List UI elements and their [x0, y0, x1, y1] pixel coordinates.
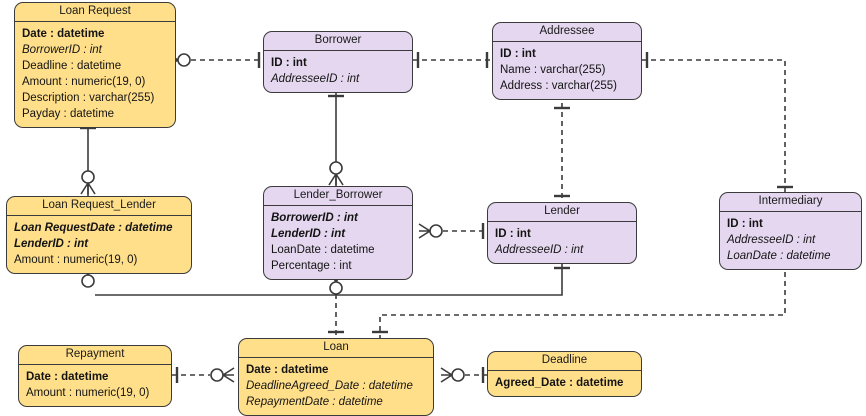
- connector-repayment-loan[interactable]: [172, 367, 235, 383]
- entity-title-loan: Loan: [239, 339, 433, 358]
- entity-title-loan-request-lender: Loan Request_Lender: [7, 197, 191, 216]
- attribute-row: AddresseeID : int: [727, 234, 816, 246]
- attribute-row: DeadlineAgreed_Date : datetime: [246, 380, 413, 392]
- attribute-row: LoanDate : datetime: [727, 250, 831, 262]
- entity-title-loan-request: Loan Request: [15, 3, 175, 22]
- attribute-row: ID : int: [495, 228, 531, 240]
- attribute-row: Date : datetime: [246, 364, 329, 376]
- attribute-row: ID : int: [271, 57, 307, 69]
- entity-title-borrower: Borrower: [264, 32, 412, 51]
- attribute-row: AddresseeID : int: [271, 73, 360, 85]
- entity-title-intermediary: Intermediary: [720, 193, 861, 212]
- attribute-row: LenderID : int: [14, 238, 89, 250]
- attribute-row: Date : datetime: [22, 28, 105, 40]
- attribute-row: Description : varchar(255): [22, 92, 155, 104]
- entity-title-addressee: Addressee: [493, 23, 641, 42]
- connector-borrower-addressee[interactable]: [413, 52, 492, 68]
- connector-addressee-intermediary[interactable]: [642, 52, 793, 192]
- attribute-row: Loan RequestDate : datetime: [14, 222, 173, 234]
- attribute-row: Address : varchar(255): [500, 80, 617, 92]
- connector-addressee-lender[interactable]: [554, 103, 570, 202]
- attribute-row: Amount : numeric(19, 0): [14, 254, 138, 266]
- attribute-row: Amount : numeric(19, 0): [26, 387, 150, 399]
- connector-loan-request-loan-request-lender[interactable]: [80, 122, 96, 196]
- attribute-row: AddresseeID : int: [495, 244, 584, 256]
- attribute-row: LoanDate : datetime: [271, 244, 375, 256]
- connector-loan-request-borrower[interactable]: [166, 52, 263, 68]
- connector-lender-borrower-lender[interactable]: [418, 223, 487, 239]
- attribute-row: Agreed_Date : datetime: [495, 377, 624, 389]
- connector-intermediary-loan[interactable]: [372, 263, 793, 338]
- connector-lender-borrower-loan[interactable]: [328, 270, 344, 338]
- entity-title-lender: Lender: [488, 203, 636, 222]
- attribute-row: BorrowerID : int: [22, 44, 102, 56]
- connector-borrower-lender-borrower[interactable]: [328, 90, 344, 186]
- attribute-row: RepaymentDate : datetime: [246, 396, 383, 408]
- attribute-row: Name : varchar(255): [500, 64, 606, 76]
- attribute-row: Percentage : int: [271, 260, 352, 272]
- attribute-row: Deadline : datetime: [22, 60, 122, 72]
- attribute-row: Date : datetime: [26, 371, 109, 383]
- connector-loan-deadline[interactable]: [440, 367, 487, 383]
- attribute-row: ID : int: [727, 218, 763, 230]
- attribute-row: ID : int: [500, 48, 536, 60]
- entity-title-repayment: Repayment: [19, 346, 171, 365]
- entity-title-deadline: Deadline: [488, 352, 641, 371]
- entity-attributes-deadline: Agreed_Date : datetime: [488, 371, 641, 396]
- entity-title-lender-borrower: Lender_Borrower: [264, 187, 412, 206]
- attribute-row: Payday : datetime: [22, 108, 115, 120]
- attribute-row: Amount : numeric(19, 0): [22, 76, 146, 88]
- attribute-row: LenderID : int: [271, 228, 346, 240]
- attribute-row: BorrowerID : int: [271, 212, 358, 224]
